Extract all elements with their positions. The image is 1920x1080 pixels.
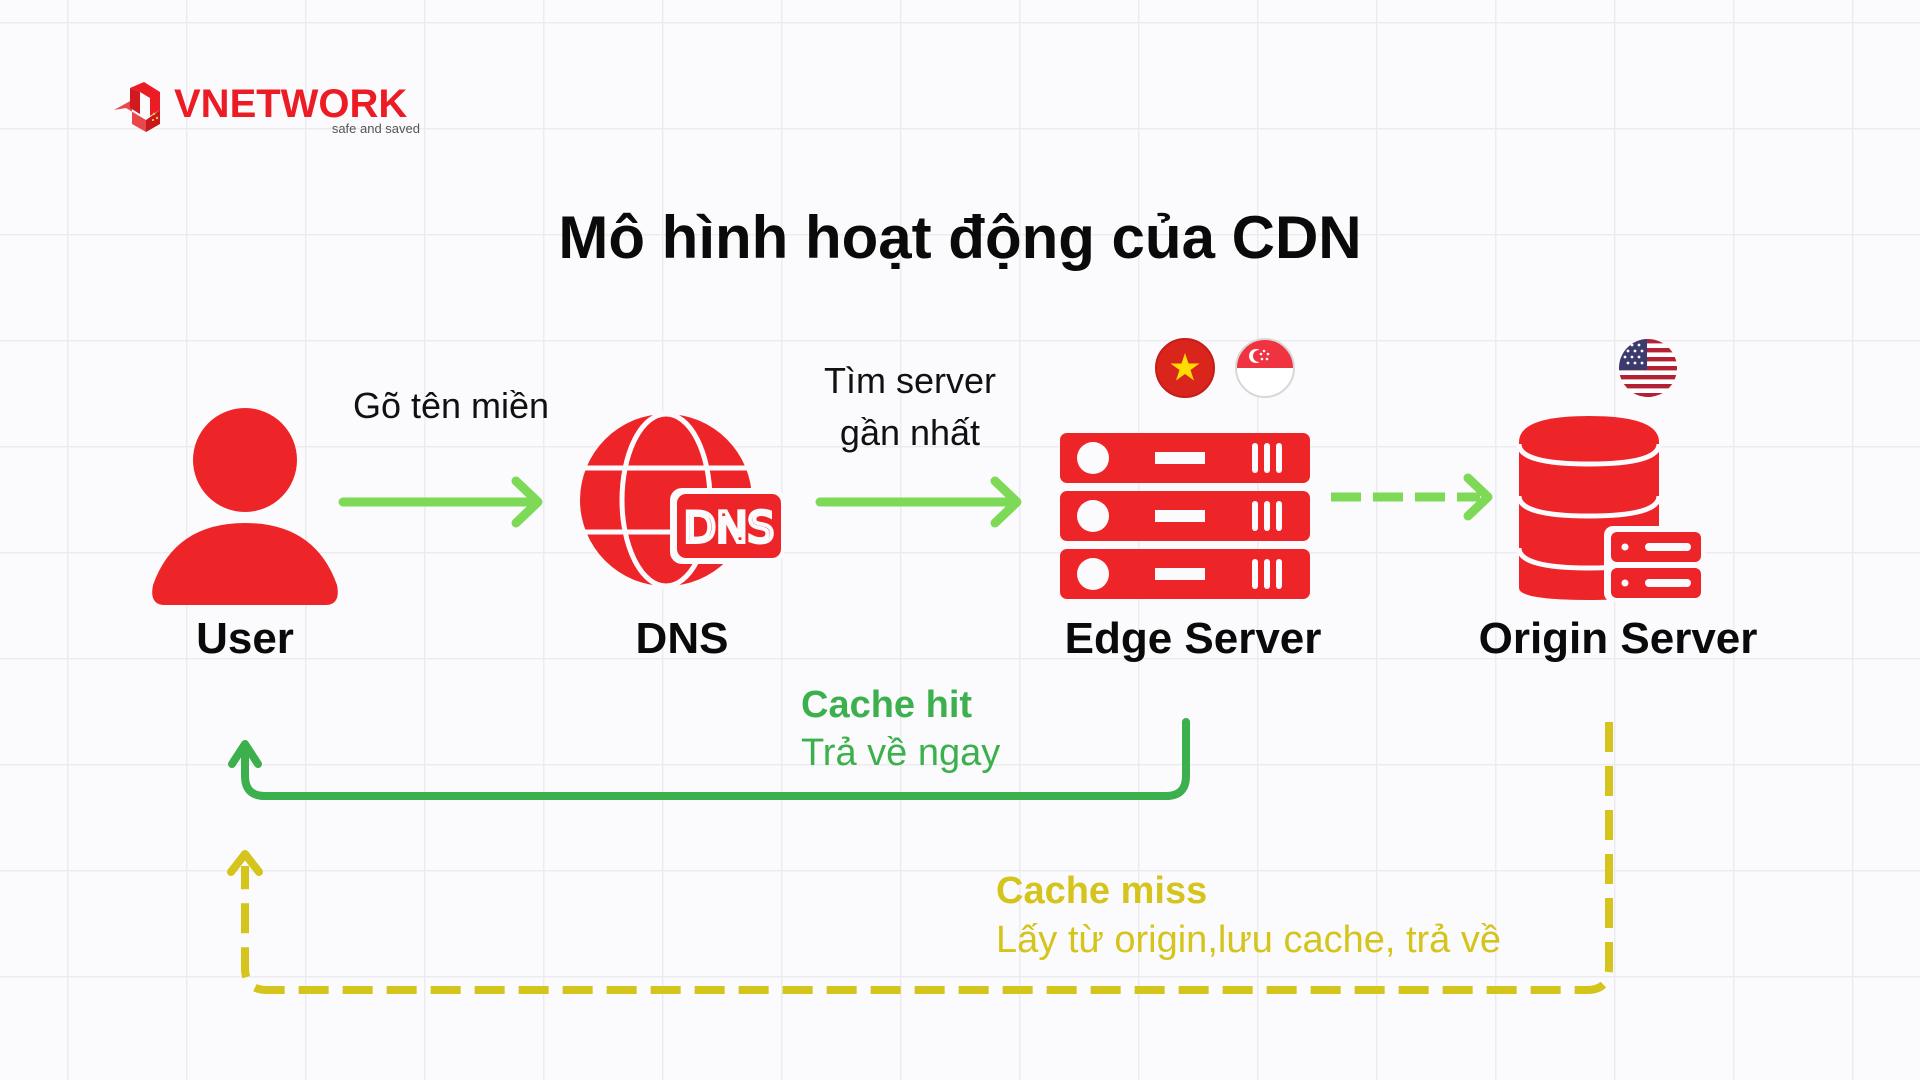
- arrow-edge-to-origin: [1331, 473, 1493, 521]
- cache-miss-title: Cache miss: [996, 870, 1208, 912]
- arrow-dns-to-edge: [815, 476, 1022, 528]
- node-label-edge-server: Edge Server: [1064, 614, 1322, 663]
- database-server-icon: [1516, 416, 1705, 602]
- node-label-dns: DNS: [635, 614, 729, 663]
- node-label-origin-server: Origin Server: [1478, 614, 1758, 663]
- step-label-type-domain: Gõ tên miền: [352, 385, 550, 426]
- cache-miss-description: Lấy từ origin,lưu cache, trả về: [996, 919, 1502, 961]
- server-unit: [1060, 433, 1310, 483]
- singapore-flag-icon: [1235, 338, 1295, 398]
- dns-badge-text: DNS: [684, 503, 774, 552]
- node-label-user: User: [196, 614, 294, 663]
- vnetwork-logo-icon: [114, 82, 160, 132]
- usa-flag-icon: [1619, 339, 1677, 397]
- arrow-user-to-dns: [338, 476, 543, 528]
- cache-hit-title: Cache hit: [801, 684, 973, 726]
- step-label-find-server-line2: gần nhất: [839, 412, 981, 453]
- vietnam-flag-icon: [1155, 338, 1215, 398]
- dns-globe-icon: DNS: [580, 411, 784, 589]
- brand-name: VNETWORK: [174, 82, 408, 126]
- brand-tagline: safe and saved: [331, 121, 420, 136]
- server-unit: [1060, 491, 1310, 541]
- arrow-cache-miss: [227, 722, 1613, 994]
- server-rack-icon: [1060, 433, 1310, 599]
- server-unit: [1060, 549, 1310, 599]
- step-label-find-server-line1: Tìm server: [823, 360, 997, 401]
- page-title: Mô hình hoạt động của CDN: [558, 204, 1362, 271]
- vnetwork-logo: VNETWORK safe and saved: [110, 80, 420, 140]
- arrow-cache-hit: [228, 718, 1190, 800]
- cache-hit-description: Trả về ngay: [801, 732, 1001, 774]
- user-icon: [152, 408, 338, 605]
